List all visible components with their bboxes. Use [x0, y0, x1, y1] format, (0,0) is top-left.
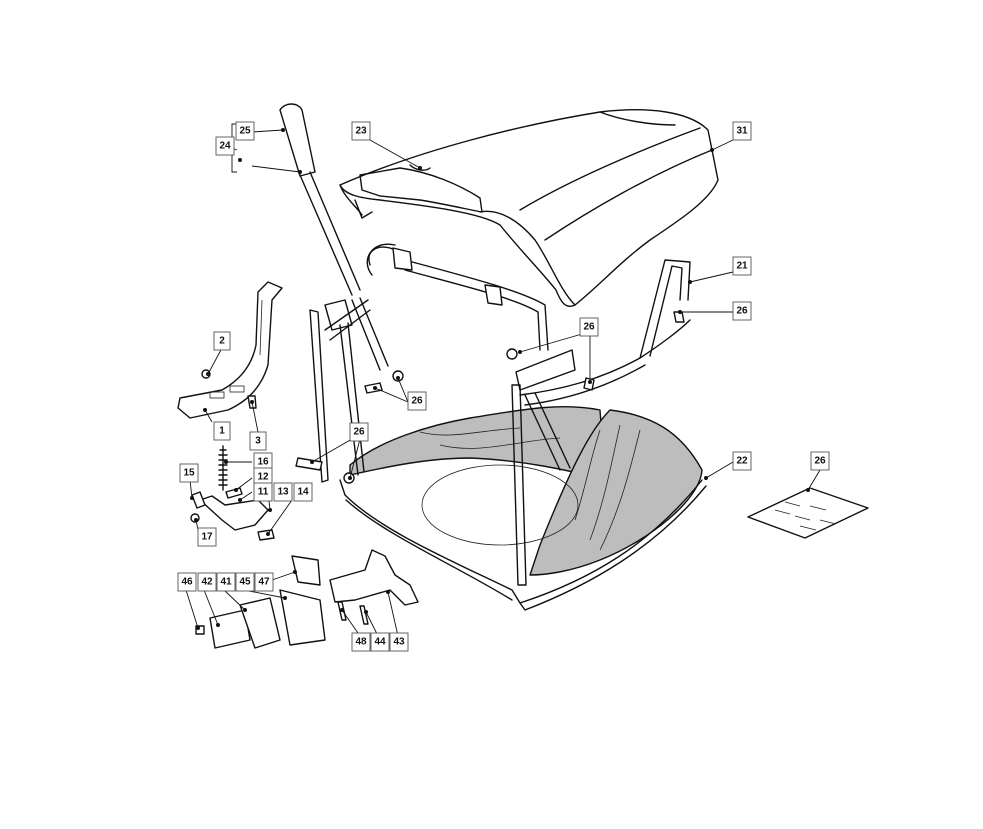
svg-text:12: 12: [257, 472, 269, 483]
svg-text:26: 26: [353, 427, 365, 438]
callout-45: 45: [235, 572, 255, 592]
latch-assembly: [195, 549, 419, 649]
callout-48: 48: [351, 632, 371, 652]
callout-31: 31: [732, 121, 752, 141]
svg-text:26: 26: [736, 306, 748, 317]
svg-text:2: 2: [219, 336, 225, 347]
bag-lid: [339, 109, 719, 307]
grass-bag: [349, 406, 703, 576]
svg-text:43: 43: [393, 637, 405, 648]
callout-22: 22: [732, 451, 752, 471]
svg-text:21: 21: [736, 261, 748, 272]
callout-26-frame: 26: [579, 317, 599, 337]
callout-25: 25: [235, 121, 255, 141]
svg-text:47: 47: [258, 577, 270, 588]
callout-15: 15: [179, 463, 199, 483]
svg-text:24: 24: [219, 141, 231, 152]
callout-43: 43: [389, 632, 409, 652]
callout-labels: 24 25 23 31 21 26 26 26 26 22 26 2 1 3 1…: [177, 121, 830, 652]
svg-text:48: 48: [355, 637, 367, 648]
callout-42: 42: [197, 572, 217, 592]
callout-46: 46: [177, 572, 197, 592]
svg-text:3: 3: [255, 436, 261, 447]
callout-41: 41: [216, 572, 236, 592]
callout-21: 21: [732, 256, 752, 276]
callout-26-bag: 26: [810, 451, 830, 471]
svg-text:41: 41: [220, 577, 232, 588]
svg-text:1: 1: [219, 426, 225, 437]
callout-1: 1: [213, 421, 231, 441]
leader-lines: [185, 123, 821, 637]
svg-text:17: 17: [201, 532, 213, 543]
callout-44: 44: [370, 632, 390, 652]
callout-26-left: 26: [407, 391, 427, 411]
bag-frame: [309, 243, 707, 611]
svg-text:26: 26: [411, 396, 423, 407]
callout-23: 23: [351, 121, 371, 141]
callout-13: 13: [273, 482, 293, 502]
svg-text:42: 42: [201, 577, 213, 588]
svg-text:15: 15: [183, 468, 195, 479]
callout-11: 11: [253, 482, 273, 502]
callout-3: 3: [249, 431, 267, 451]
svg-text:13: 13: [277, 487, 289, 498]
svg-text:25: 25: [239, 126, 251, 137]
svg-text:23: 23: [355, 126, 367, 137]
dump-handle: [279, 103, 389, 371]
bolts: [295, 311, 685, 484]
svg-text:16: 16: [257, 457, 269, 468]
svg-text:45: 45: [239, 577, 251, 588]
svg-text:22: 22: [736, 456, 748, 467]
callout-26-right: 26: [732, 301, 752, 321]
svg-text:31: 31: [736, 126, 748, 137]
svg-text:11: 11: [258, 487, 269, 498]
svg-text:44: 44: [374, 637, 386, 648]
callout-26-bottom: 26: [349, 422, 369, 442]
svg-text:26: 26: [814, 456, 826, 467]
svg-text:46: 46: [181, 577, 193, 588]
callout-17: 17: [197, 527, 217, 547]
callout-47: 47: [254, 572, 274, 592]
svg-text:26: 26: [583, 322, 595, 333]
svg-text:14: 14: [297, 487, 309, 498]
hardware-bag: [747, 487, 869, 539]
callout-2: 2: [213, 331, 231, 351]
callout-24: 24: [215, 136, 235, 156]
callout-14: 14: [293, 482, 313, 502]
